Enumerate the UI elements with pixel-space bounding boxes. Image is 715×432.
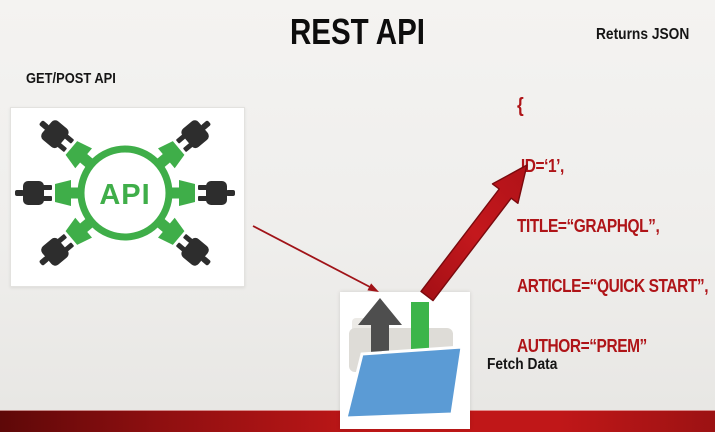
get-post-api-label: GET/POST API [26,70,116,87]
api-circle-label: API [99,179,150,211]
page-title: REST API [289,11,426,52]
open-folder-front [344,345,464,420]
thin-connector-arrow-head [367,283,379,292]
json-line-title: TITLE=“GRAPHQL”, [517,216,660,236]
thin-connector-arrow-shaft [252,225,371,288]
json-line-id: ID=‘1’, [517,156,564,176]
api-circle [77,145,173,241]
api-plugs-icon: API [15,120,235,266]
fetch-data-icon [344,298,464,420]
json-line-author: AUTHOR=“PREM” [517,336,647,356]
upload-arrow-icon [358,298,402,370]
plug-assembly-right-bottom [152,215,211,266]
big-red-arrow [420,164,528,302]
plug-assembly-left [15,180,85,206]
api-illustration-card: API [10,107,245,287]
fetch-data-label: Fetch Data [487,356,558,373]
json-line-article: ARTICLE=“QUICK START”, [517,276,709,296]
json-snippet: { ID=‘1’, TITLE=“GRAPHQL”, ARTICLE=“QUIC… [517,56,708,396]
returns-json-label: Returns JSON [596,26,690,43]
plug-assembly-right [165,180,235,206]
json-open-brace: { [517,95,524,117]
fetch-data-card [340,292,470,429]
